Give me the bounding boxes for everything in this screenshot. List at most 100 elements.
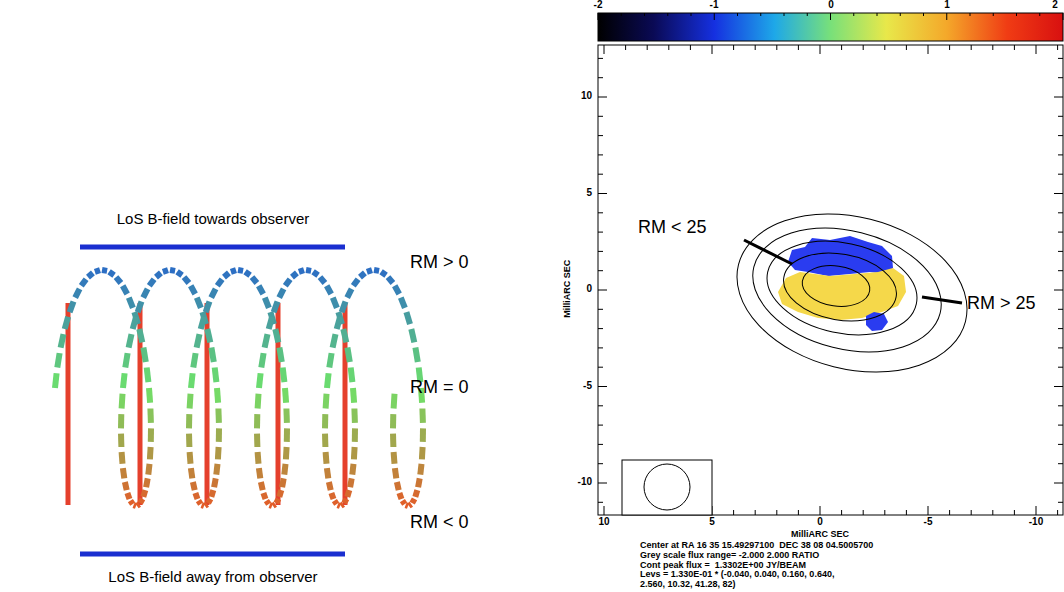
helix-coil [55, 270, 423, 506]
tick-mark [1058, 347, 1063, 348]
helix-dash [344, 499, 346, 503]
colorbar-value: -1 [710, 0, 719, 11]
tick-mark [598, 212, 603, 213]
tick-mark [1054, 483, 1063, 484]
helix-dash [75, 289, 79, 298]
tick-mark [625, 45, 626, 50]
tick-mark [712, 45, 713, 54]
field-line [138, 303, 143, 505]
tick-mark [598, 135, 603, 136]
helix-dash [231, 270, 236, 272]
tick-mark [1058, 116, 1063, 117]
tick-mark [598, 425, 603, 426]
contour-line [758, 228, 925, 348]
helix-dash [390, 414, 396, 428]
helix-dash [399, 493, 401, 499]
tick-mark [1063, 13, 1064, 20]
tick-mark [1058, 174, 1063, 175]
helix-dash [331, 493, 333, 499]
helix-dash [187, 452, 194, 464]
tick-mark [598, 251, 603, 252]
helix-dash [279, 289, 283, 298]
tick-mark [1058, 251, 1063, 252]
helix-dash [352, 428, 358, 442]
tick-mark [993, 13, 994, 16]
helix-dash [198, 501, 200, 505]
helix-dash [140, 499, 142, 503]
helix-dash [266, 501, 268, 505]
helix-dash [211, 490, 213, 497]
beam-ellipse [644, 464, 690, 510]
tick-mark [598, 77, 603, 78]
tick-mark [863, 45, 864, 50]
leader-line [922, 297, 962, 303]
tick-mark [877, 13, 878, 16]
helix-dash [411, 329, 414, 342]
tick-mark [971, 45, 972, 50]
helix-dash [197, 298, 201, 308]
tick-mark [1058, 405, 1063, 406]
plot-info: Levs = 1.330E-01 * (-0.040, 0.040, 0.160… [640, 570, 834, 579]
contour-line [740, 210, 955, 371]
tick-label: 0 [586, 284, 592, 295]
tick-mark [598, 97, 607, 98]
tick-mark [647, 45, 648, 50]
helix-dash [327, 373, 329, 388]
helix-dash [139, 329, 142, 342]
tick-mark [760, 13, 761, 16]
tick-mark [598, 502, 603, 503]
tick-mark [1057, 45, 1058, 50]
helix-dash [343, 329, 346, 342]
beam-box [622, 460, 712, 515]
helix-dash [306, 267, 311, 274]
tick-label: -10 [1029, 517, 1043, 528]
helix-dash [279, 348, 281, 362]
helix-dash [238, 267, 243, 274]
helix-dash [88, 273, 93, 277]
helix-dash [57, 353, 59, 367]
helix-dash [216, 428, 222, 442]
helix-dash [265, 298, 269, 308]
helix-dash [205, 504, 207, 506]
helix-dash [123, 373, 125, 388]
helix-dash [351, 447, 358, 459]
tick-mark [668, 45, 669, 50]
axis-caption: LoS B-field away from observer [108, 568, 317, 585]
tick-mark [1039, 13, 1040, 16]
helix-dash [395, 468, 396, 478]
tick-mark [1058, 328, 1063, 329]
helix-dash [109, 272, 114, 276]
helix-dash [217, 279, 222, 286]
helix-dash [149, 388, 150, 403]
helix-dash [254, 414, 260, 428]
tick-mark [598, 328, 603, 329]
helix-dash [197, 334, 200, 348]
helix-dash [313, 272, 318, 276]
helix-dash [129, 298, 133, 308]
tick-mark [667, 13, 668, 16]
tick-mark [598, 154, 603, 155]
helix-dash [81, 279, 86, 286]
helix-dash [327, 286, 332, 294]
helix-dash [333, 298, 337, 308]
tick-mark [733, 45, 734, 50]
helix-dash [255, 394, 262, 409]
helix-dash [123, 468, 124, 478]
tick-mark [863, 510, 864, 515]
tick-mark [598, 58, 603, 59]
helix-dash [283, 447, 290, 459]
helix-dash [420, 428, 426, 442]
helix-dash [211, 289, 215, 298]
tick-mark [906, 45, 907, 50]
tick-mark [841, 45, 842, 50]
tick-mark [1054, 193, 1063, 194]
helix-dash [406, 312, 410, 324]
helix-dash [419, 409, 426, 423]
helix-dash [274, 301, 278, 312]
helix-dash [347, 348, 349, 362]
helix-dash [119, 452, 126, 464]
helix-dash [323, 394, 330, 409]
helix-dash [55, 373, 57, 388]
tick-mark [807, 13, 808, 16]
tick-mark [776, 510, 777, 515]
